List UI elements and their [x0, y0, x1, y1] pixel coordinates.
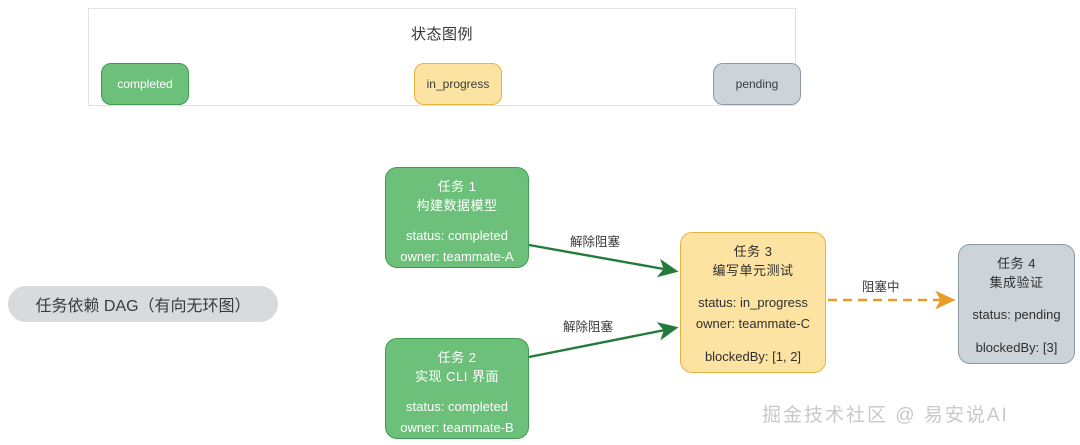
dag-node-task-4-status: status: pending	[972, 307, 1061, 322]
dag-node-task-4-blockedby: blockedBy: [3]	[975, 340, 1058, 355]
dag-node-task-3[interactable]: 任务 3 编写单元测试 status: in_progress owner: t…	[680, 232, 826, 373]
legend-chip-in-progress-label: in_progress	[426, 77, 490, 91]
legend-chip-pending-label: pending	[735, 77, 779, 91]
dag-node-task-2[interactable]: 任务 2 实现 CLI 界面 status: completed owner: …	[385, 338, 529, 439]
diagram-title-label: 任务依赖 DAG（有向无环图）	[35, 298, 251, 315]
edge-label-task3-to-task4: 阻塞中	[862, 280, 900, 294]
dag-node-task-2-status: status: completed	[406, 399, 508, 414]
edge-label-task1-to-task3: 解除阻塞	[570, 235, 621, 249]
dag-node-task-1-owner: owner: teammate-A	[400, 249, 514, 264]
dag-node-task-1-subtitle: 构建数据模型	[416, 198, 498, 213]
legend-title: 状态图例	[410, 26, 473, 43]
dag-node-task-4-subtitle: 集成验证	[989, 275, 1044, 290]
dag-node-task-3-blockedby: blockedBy: [1, 2]	[704, 349, 802, 364]
legend-chip-in-progress: in_progress	[414, 63, 502, 105]
dag-node-task-4[interactable]: 任务 4 集成验证 status: pending blockedBy: [3]	[958, 244, 1075, 364]
dag-node-task-3-owner: owner: teammate-C	[695, 316, 811, 331]
dag-node-task-3-status: status: in_progress	[698, 295, 808, 310]
dag-node-task-2-title: 任务 2	[437, 350, 477, 365]
status-legend-panel: 状态图例 completed in_progress pending	[88, 8, 801, 106]
legend-chip-completed-label: completed	[117, 77, 173, 91]
dag-node-task-1-title: 任务 1	[437, 179, 477, 194]
dag-node-task-1-status: status: completed	[406, 228, 508, 243]
watermark: 掘金技术社区 @ 易安说AI	[762, 405, 1009, 426]
diagram-title-pill: 任务依赖 DAG（有向无环图）	[8, 286, 278, 322]
dag-node-task-2-subtitle: 实现 CLI 界面	[415, 369, 499, 384]
dag-node-task-4-title: 任务 4	[997, 256, 1036, 271]
legend-chip-completed: completed	[101, 63, 189, 105]
dag-node-task-3-subtitle: 编写单元测试	[712, 263, 794, 278]
dag-node-task-2-owner: owner: teammate-B	[400, 420, 514, 435]
dag-node-task-3-title: 任务 3	[733, 244, 773, 259]
legend-chip-pending: pending	[713, 63, 801, 105]
dag-node-task-1[interactable]: 任务 1 构建数据模型 status: completed owner: tea…	[385, 167, 529, 268]
edge-label-task2-to-task3: 解除阻塞	[563, 320, 614, 334]
